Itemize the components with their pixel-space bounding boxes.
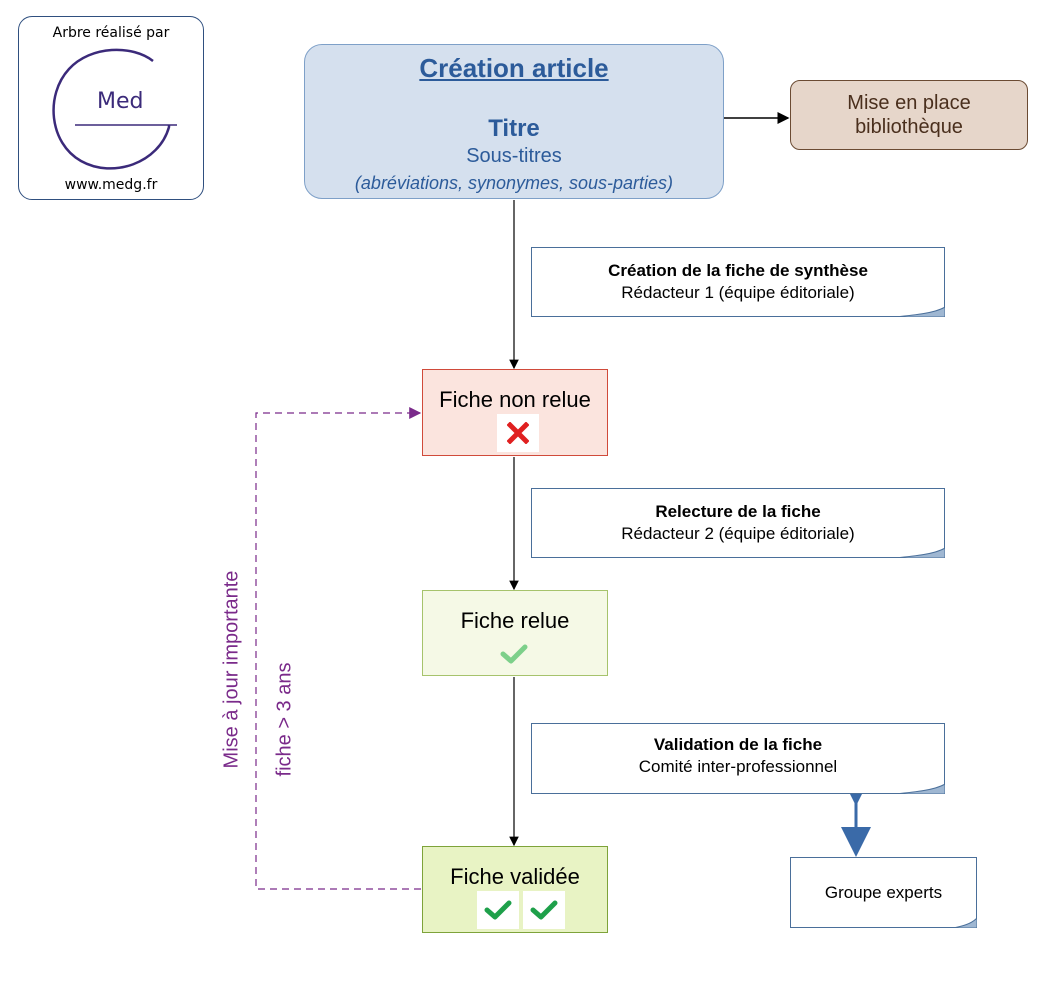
note-subtitle: Rédacteur 1 (équipe éditoriale) xyxy=(621,283,855,302)
check-icon xyxy=(523,891,565,929)
library-line2: bibliothèque xyxy=(855,116,963,138)
note-fold-icon xyxy=(895,784,945,794)
state-label: Fiche relue xyxy=(460,608,570,633)
note-title: Création de la fiche de synthèse xyxy=(608,261,868,280)
check-icon xyxy=(493,635,535,673)
state-label: Fiche non relue xyxy=(439,387,591,412)
loop-label-update: Mise à jour importante xyxy=(220,570,243,769)
logo-g-shape xyxy=(52,48,177,170)
note-title: Validation de la fiche xyxy=(653,735,823,754)
creation-title: Création article xyxy=(419,53,609,83)
titre-label: Titre xyxy=(488,115,540,142)
state-fiche-non-relue: Fiche non relue xyxy=(422,369,608,456)
note-groupe-experts: Groupe experts xyxy=(790,857,977,928)
creation-article-box: Création article Titre Sous-titres (abré… xyxy=(304,44,724,199)
state-fiche-validee: Fiche validée xyxy=(422,846,608,933)
state-label: Fiche validée xyxy=(450,864,580,889)
loop-label-age: fiche > 3 ans xyxy=(273,662,296,777)
note-subtitle: Comité inter-professionnel xyxy=(638,757,838,776)
note-creation-fiche: Création de la fiche de synthèse Rédacte… xyxy=(531,247,945,317)
note-fold-icon xyxy=(953,918,977,928)
note-relecture-fiche: Relecture de la fiche Rédacteur 2 (équip… xyxy=(531,488,945,558)
details-label: (abréviations, synonymes, sous-parties) xyxy=(354,173,674,193)
library-box: Mise en place bibliothèque xyxy=(790,80,1028,150)
note-fold-icon xyxy=(895,307,945,317)
medg-logo: Arbre réalisé par Med www.medg.fr xyxy=(18,16,204,200)
note-fold-icon xyxy=(895,548,945,558)
logo-top-text: Arbre réalisé par xyxy=(52,25,170,41)
loop-update-arrow xyxy=(255,407,422,890)
note-subtitle: Rédacteur 2 (équipe éditoriale) xyxy=(621,524,855,543)
note-validation-fiche: Validation de la fiche Comité inter-prof… xyxy=(531,723,945,794)
note-title: Relecture de la fiche xyxy=(655,502,821,521)
logo-med-text: Med xyxy=(97,89,144,114)
sous-titres-label: Sous-titres xyxy=(466,145,562,167)
library-line1: Mise en place xyxy=(847,92,971,114)
experts-label: Groupe experts xyxy=(824,882,943,902)
check-icon xyxy=(477,891,519,929)
logo-url-text: www.medg.fr xyxy=(64,177,158,193)
cross-icon xyxy=(497,414,539,452)
state-fiche-relue: Fiche relue xyxy=(422,590,608,676)
